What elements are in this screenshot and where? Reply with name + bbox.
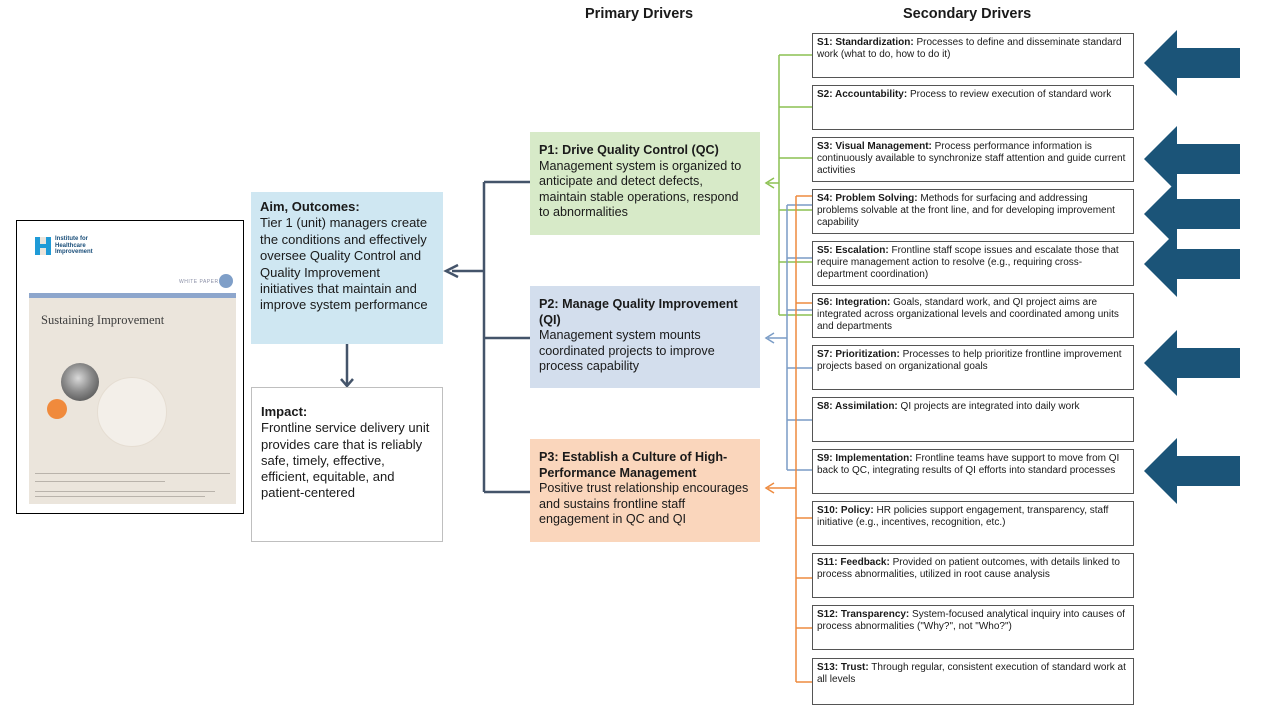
cover-fineprint-line xyxy=(35,481,165,482)
secondary-driver-heading: S9: Implementation: xyxy=(817,453,913,464)
ihi-logo-text: Institute for Healthcare Improvement xyxy=(55,236,93,255)
aim-text: Tier 1 (unit) managers create the condit… xyxy=(260,215,428,313)
primary-driver-heading: P2: Manage Quality Improvement (QI) xyxy=(539,297,738,327)
secondary-driver-text: Process performance information is conti… xyxy=(817,141,1126,177)
cover-header xyxy=(29,229,236,293)
secondary-driver-s2: S2: Accountability: Process to review ex… xyxy=(812,85,1134,130)
primary-driver-text: Positive trust relationship encourages a… xyxy=(539,481,749,527)
cover-dot-icon xyxy=(219,274,233,288)
primary-driver-text: Management system mounts coordinated pro… xyxy=(539,328,715,374)
secondary-driver-heading: S8: Assimilation: xyxy=(817,401,898,412)
primary-driver-p2: P2: Manage Quality Improvement (QI) Mana… xyxy=(530,286,760,388)
secondary-driver-heading: S10: Policy: xyxy=(817,505,874,516)
secondary-driver-text: Provided on patient outcomes, with detai… xyxy=(817,557,1120,581)
secondary-driver-text: System-focused analytical inquiry into c… xyxy=(817,609,1125,633)
secondary-driver-s9: S9: Implementation: Frontline teams have… xyxy=(812,449,1134,494)
secondary-driver-heading: S1: Standardization: xyxy=(817,37,914,48)
secondary-driver-heading: S5: Escalation: xyxy=(817,245,889,256)
highlight-arrow-left-icon xyxy=(1144,126,1240,192)
aim-outcomes-box: Aim, Outcomes: Tier 1 (unit) managers cr… xyxy=(251,192,443,344)
cover-divider xyxy=(35,473,230,474)
highlight-arrow-left-icon xyxy=(1144,30,1240,96)
secondary-drivers-header: Secondary Drivers xyxy=(903,6,1032,22)
secondary-driver-text: QI projects are integrated into daily wo… xyxy=(900,401,1080,412)
white-paper-thumbnail: Institute for Healthcare Improvement WHI… xyxy=(16,220,244,514)
secondary-driver-text: Through regular, consistent execution of… xyxy=(817,662,1126,686)
secondary-driver-s12: S12: Transparency: System-focused analyt… xyxy=(812,605,1134,650)
secondary-driver-heading: S13: Trust: xyxy=(817,662,869,673)
cover-circle-decoration xyxy=(97,377,167,447)
secondary-driver-heading: S3: Visual Management: xyxy=(817,141,932,152)
highlight-arrow-left-icon xyxy=(1144,181,1240,247)
cover-fineprint-line xyxy=(35,491,215,492)
secondary-driver-text: HR policies support engagement, transpar… xyxy=(817,505,1109,529)
secondary-driver-s1: S1: Standardization: Processes to define… xyxy=(812,33,1134,78)
white-paper-title: Sustaining Improvement xyxy=(41,313,165,327)
ihi-logo-icon xyxy=(35,237,51,255)
secondary-driver-s3: S3: Visual Management: Process performan… xyxy=(812,137,1134,182)
white-paper-label: WHITE PAPER xyxy=(179,279,219,285)
primary-driver-text: Management system is organized to antici… xyxy=(539,158,742,220)
cover-orange-dot-icon xyxy=(47,399,67,419)
secondary-driver-heading: S4: Problem Solving: xyxy=(817,193,918,204)
cover-photo-icon xyxy=(61,363,99,401)
white-paper-cover: Institute for Healthcare Improvement WHI… xyxy=(29,229,236,504)
secondary-driver-s13: S13: Trust: Through regular, consistent … xyxy=(812,658,1134,705)
highlight-arrow-left-icon xyxy=(1144,231,1240,297)
cover-fineprint-line xyxy=(35,496,205,497)
secondary-driver-heading: S2: Accountability: xyxy=(817,89,908,100)
secondary-driver-s11: S11: Feedback: Provided on patient outco… xyxy=(812,553,1134,598)
secondary-driver-s6: S6: Integration: Goals, standard work, a… xyxy=(812,293,1134,338)
impact-text: Frontline service delivery unit provides… xyxy=(261,420,430,501)
secondary-driver-s5: S5: Escalation: Frontline staff scope is… xyxy=(812,241,1134,286)
secondary-driver-text: Process to review execution of standard … xyxy=(909,89,1112,100)
secondary-driver-text: Methods for surfacing and addressing pro… xyxy=(817,193,1115,229)
secondary-driver-heading: S7: Prioritization: xyxy=(817,349,900,360)
secondary-driver-heading: S11: Feedback: xyxy=(817,557,890,568)
secondary-driver-s4: S4: Problem Solving: Methods for surfaci… xyxy=(812,189,1134,234)
secondary-driver-s8: S8: Assimilation: QI projects are integr… xyxy=(812,397,1134,442)
highlight-arrow-left-icon xyxy=(1144,330,1240,396)
primary-driver-p3: P3: Establish a Culture of High-Performa… xyxy=(530,439,760,542)
secondary-driver-heading: S12: Transparency: xyxy=(817,609,910,620)
primary-driver-heading: P1: Drive Quality Control (QC) xyxy=(539,143,719,157)
secondary-driver-s7: S7: Prioritization: Processes to help pr… xyxy=(812,345,1134,390)
secondary-driver-text: Goals, standard work, and QI project aim… xyxy=(817,297,1119,333)
secondary-driver-text: Frontline staff scope issues and escalat… xyxy=(817,245,1119,281)
cover-band xyxy=(29,293,236,298)
primary-driver-p1: P1: Drive Quality Control (QC) Managemen… xyxy=(530,132,760,235)
secondary-driver-text: Processes to help prioritize frontline i… xyxy=(817,349,1122,373)
secondary-driver-heading: S6: Integration: xyxy=(817,297,891,308)
impact-heading: Impact: xyxy=(261,404,308,419)
secondary-driver-s10: S10: Policy: HR policies support engagem… xyxy=(812,501,1134,546)
primary-driver-heading: P3: Establish a Culture of High-Performa… xyxy=(539,450,728,480)
impact-box: Impact: Frontline service delivery unit … xyxy=(251,387,443,542)
secondary-driver-text: Frontline teams have support to move fro… xyxy=(817,453,1120,477)
primary-drivers-header: Primary Drivers xyxy=(585,6,694,22)
highlight-arrow-left-icon xyxy=(1144,438,1240,504)
secondary-driver-text: Processes to define and disseminate stan… xyxy=(817,37,1122,61)
aim-heading: Aim, Outcomes: xyxy=(260,199,360,214)
